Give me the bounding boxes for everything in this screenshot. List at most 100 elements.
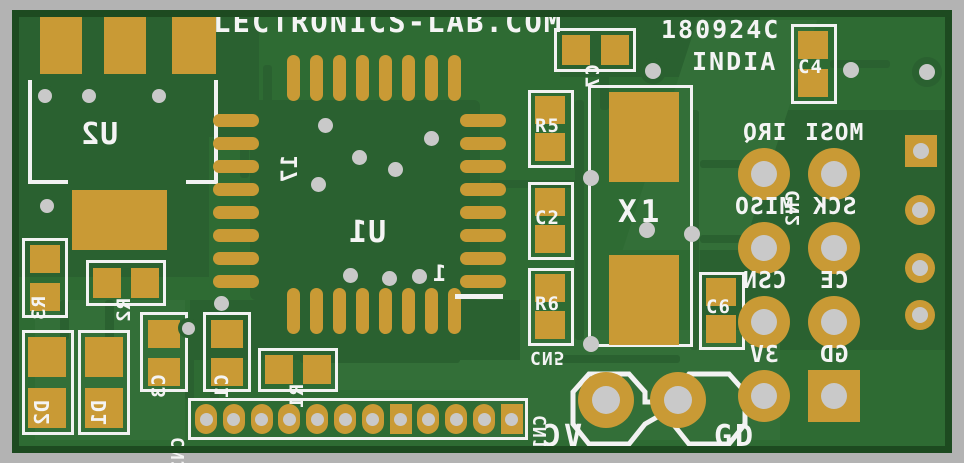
u1-pad-bottom-5 — [379, 288, 392, 334]
cn2-designator: CN2 — [782, 190, 804, 228]
c7-pad-2 — [601, 35, 629, 65]
c3-pad-2 — [148, 358, 180, 386]
c2-pad-2 — [535, 225, 565, 253]
u1-pad-bottom-1 — [287, 288, 300, 334]
edge-pad-2 — [104, 14, 146, 74]
cn2-drill-ce — [821, 309, 847, 335]
r2-pad-2 — [131, 268, 159, 298]
u1-pin17-marker: 17 — [278, 155, 303, 184]
c1-pad-2 — [211, 358, 243, 386]
trace-b5 — [300, 180, 450, 188]
c4-pad-1 — [798, 31, 828, 59]
r1-silk — [258, 348, 338, 392]
copper-pour-center — [250, 100, 480, 300]
silk-datecode-text: 180924C — [661, 15, 781, 44]
d1-pad-2 — [85, 388, 123, 428]
cn2-label-sck: SCK — [811, 194, 857, 220]
u2-thermal-pad — [72, 190, 167, 250]
r3-pad-2 — [30, 283, 60, 311]
cn2-pin-miso-pad — [738, 222, 790, 274]
via-u1-4 — [424, 131, 439, 146]
via-u1-5 — [311, 177, 326, 192]
u1-pad-left-6 — [213, 229, 259, 242]
via-u1-6 — [343, 268, 358, 283]
trace-f2 — [830, 60, 890, 68]
u1-pad-right-6 — [460, 229, 506, 242]
cn3-drill-7 — [366, 412, 380, 426]
u1-pad-left-5 — [213, 206, 259, 219]
d1-designator: D1 — [87, 400, 111, 427]
u1-pad-top-4 — [356, 55, 369, 101]
u1-pad-bottom-6 — [402, 288, 415, 334]
right-edge-pad-4 — [905, 300, 935, 330]
u1-pad-top-3 — [333, 55, 346, 101]
r1-pad-1 — [265, 355, 293, 384]
u1-designator: U1 — [348, 215, 387, 250]
c7-silk — [554, 28, 636, 72]
u1-pad-left-1 — [213, 114, 259, 127]
u1-pad-bottom-2 — [310, 288, 323, 334]
u1-pad-right-1 — [460, 114, 506, 127]
via-3 — [152, 89, 166, 103]
trace-a1 — [40, 88, 220, 97]
r5-designator: R5 — [535, 115, 560, 137]
trace-d3 — [700, 310, 760, 318]
cn3-pad-5 — [306, 404, 329, 434]
cn2-label-irq: IRQ — [741, 120, 787, 146]
via-4 — [40, 199, 54, 213]
cn3-drill-6 — [338, 412, 352, 426]
trace-b3 — [300, 120, 420, 128]
u1-pad-left-4 — [213, 183, 259, 196]
cn2-drill-3v — [751, 383, 777, 409]
trace-d1 — [700, 160, 760, 168]
c2-pad-1 — [535, 188, 565, 216]
c1-pad-1 — [211, 320, 243, 348]
r2-pad-1 — [93, 268, 121, 298]
r5-pad-2 — [535, 133, 565, 161]
c3-pad-1 — [148, 320, 180, 348]
u1-pad-left-7 — [213, 252, 259, 265]
u1-pad-left-3 — [213, 160, 259, 173]
trace-e2 — [185, 320, 194, 400]
cn3-pad-7 — [361, 404, 384, 434]
cn3-drill-3 — [255, 412, 269, 426]
c6-pad-2 — [706, 315, 736, 343]
c4-silk — [791, 24, 837, 104]
cn2-pin-irq-pad — [738, 148, 790, 200]
cn2-drill-miso — [751, 235, 777, 261]
u1-pad-left-8 — [213, 275, 259, 288]
via-2 — [82, 89, 96, 103]
mounting-via — [919, 64, 935, 80]
via-x1-1 — [583, 170, 599, 186]
r3-silk — [22, 238, 68, 318]
cn2-drill-csn — [751, 309, 777, 335]
via-u1-7 — [382, 271, 397, 286]
u1-pad-right-2 — [460, 137, 506, 150]
d2-designator: D2 — [30, 400, 54, 427]
x1-pad-1 — [609, 92, 679, 182]
u1-pad-right-5 — [460, 206, 506, 219]
copper-pour-bottomleft — [190, 300, 520, 360]
cn3-pad-12 — [500, 404, 523, 434]
c2-designator: C2 — [535, 207, 560, 229]
u1-pad-top-6 — [402, 55, 415, 101]
r5-silk — [528, 90, 574, 168]
cn3-pad-9 — [417, 404, 440, 434]
cn2-drill-gd — [821, 383, 847, 409]
r6-designator: R6 — [535, 293, 560, 315]
d2-pad-1 — [28, 337, 66, 377]
edge-pad-3 — [172, 14, 216, 74]
cn2-pin-3v-pad — [738, 370, 790, 422]
u1-pad-top-7 — [425, 55, 438, 101]
right-edge-drill-1 — [913, 143, 929, 159]
cn2-pin-ce-pad — [808, 296, 860, 348]
via-u1-8 — [412, 269, 427, 284]
x1-silk — [588, 85, 693, 347]
c7-pad-1 — [562, 35, 590, 65]
cn3-pad-6 — [334, 404, 356, 434]
r5-pad-1 — [535, 96, 565, 124]
u2-designator: U2 — [80, 117, 119, 152]
cn3-drill-8 — [394, 412, 408, 426]
cn3-pad-2 — [222, 404, 245, 434]
r3-pad-1 — [30, 245, 60, 273]
